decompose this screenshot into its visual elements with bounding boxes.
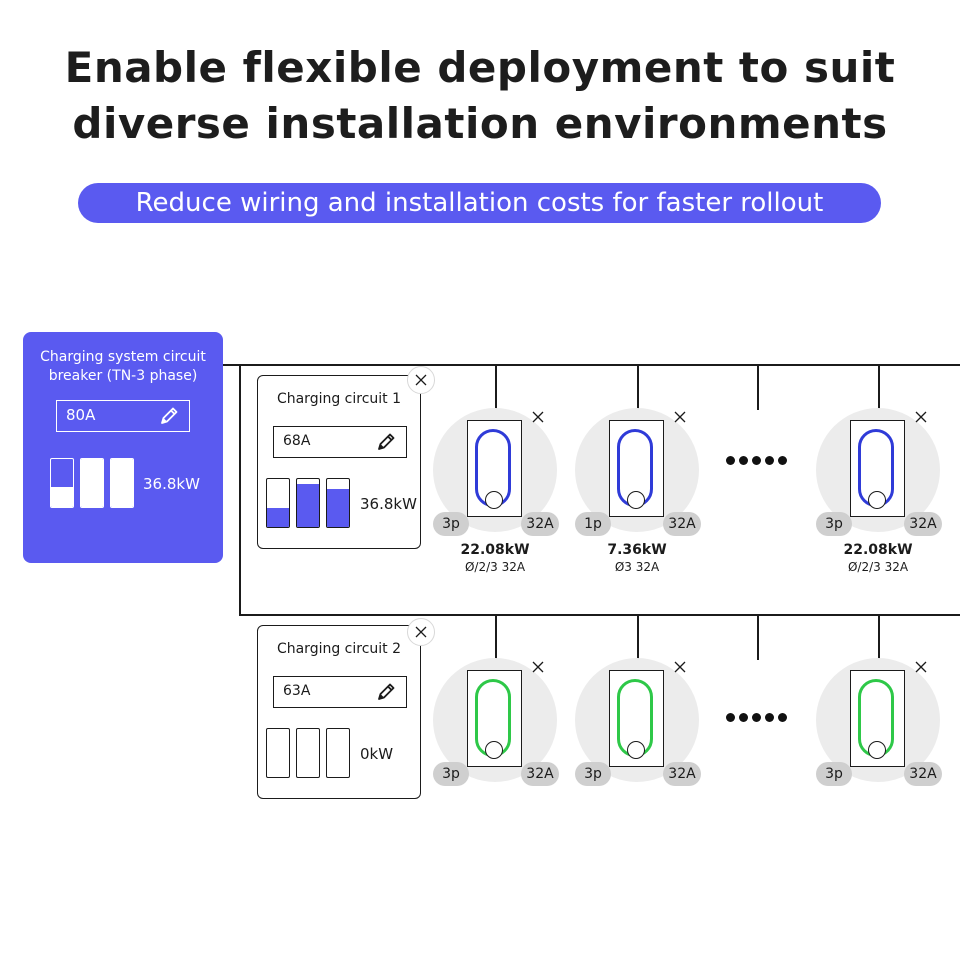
circuit-phase-bars: [266, 728, 350, 778]
bus-wire-vertical: [239, 364, 241, 615]
phase-bar: [296, 478, 320, 528]
charger-power: 22.08kW: [843, 542, 913, 558]
phase-badge: 3p: [816, 762, 852, 786]
charger-config: Ø/2/3 32A: [464, 560, 526, 574]
amperage-badge: 32A: [663, 762, 701, 786]
plug-socket-icon: [627, 491, 645, 509]
charger-housing: [850, 420, 905, 517]
phase-bar: [110, 458, 134, 508]
plug-socket-icon: [485, 741, 503, 759]
charger-config: Ø3 32A: [614, 560, 660, 574]
amperage-badge: 32A: [521, 512, 559, 536]
circuit-current-value: 68A: [283, 433, 311, 449]
phase-badge: 3p: [575, 762, 611, 786]
charger-housing: [467, 670, 522, 767]
circuit-power: 0kW: [360, 745, 394, 763]
drop-wire: [757, 364, 759, 410]
breaker-power: 36.8kW: [143, 475, 200, 493]
charger-housing: [609, 420, 664, 517]
close-icon[interactable]: [914, 660, 928, 674]
circuit-title: Charging circuit 1: [276, 391, 402, 407]
bus-wire-middle: [239, 614, 960, 616]
charger-housing: [850, 670, 905, 767]
circuit-title: Charging circuit 2: [276, 641, 402, 657]
phase-bar: [296, 728, 320, 778]
page-title-line-2: diverse installation environments: [72, 99, 888, 148]
more-chargers-ellipsis: [726, 713, 787, 722]
phase-bar: [266, 478, 290, 528]
charger-unit[interactable]: 3p 32A: [433, 658, 561, 786]
close-icon[interactable]: [673, 410, 687, 424]
phase-badge: 3p: [433, 512, 469, 536]
breaker-title-line-1: Charging system circuit: [40, 349, 206, 365]
circuit-current-value: 63A: [283, 683, 311, 699]
close-icon[interactable]: [673, 660, 687, 674]
pencil-icon[interactable]: [376, 432, 396, 452]
close-icon[interactable]: [914, 410, 928, 424]
circuit-phase-bars: [266, 478, 350, 528]
drop-wire: [637, 614, 639, 660]
drop-wire: [637, 364, 639, 410]
breaker-phase-bars: [50, 458, 134, 508]
remove-circuit-button[interactable]: [407, 618, 435, 646]
charger-spec: 7.36kW Ø3 32A: [572, 542, 702, 575]
charging-circuit-card: Charging circuit 1 68A 36.8kW: [257, 375, 421, 549]
breaker-title-line-2: breaker (TN-3 phase): [48, 368, 198, 384]
subtitle-banner: Reduce wiring and installation costs for…: [78, 183, 881, 223]
pencil-icon[interactable]: [376, 682, 396, 702]
breaker-current-field[interactable]: 80A: [56, 400, 190, 432]
charger-unit[interactable]: 3p 32A: [816, 408, 944, 536]
charger-housing: [609, 670, 664, 767]
close-icon: [415, 374, 427, 386]
close-icon[interactable]: [531, 660, 545, 674]
phase-badge: 3p: [433, 762, 469, 786]
phase-bar: [80, 458, 104, 508]
charger-unit[interactable]: 3p 32A: [575, 658, 703, 786]
breaker-current-value: 80A: [66, 406, 96, 424]
phase-bar: [266, 728, 290, 778]
phase-bar: [326, 728, 350, 778]
system-breaker-panel: Charging system circuit breaker (TN-3 ph…: [23, 332, 223, 563]
pencil-icon[interactable]: [159, 406, 179, 426]
page-title-line-1: Enable flexible deployment to suit: [64, 43, 896, 92]
drop-wire: [495, 614, 497, 660]
charger-unit[interactable]: 1p 32A: [575, 408, 703, 536]
circuit-power: 36.8kW: [360, 495, 417, 513]
drop-wire: [757, 614, 759, 660]
bus-wire-top: [222, 364, 960, 366]
plug-socket-icon: [868, 491, 886, 509]
drop-wire: [878, 364, 880, 410]
charger-unit[interactable]: 3p 32A: [816, 658, 944, 786]
drop-wire: [495, 364, 497, 410]
amperage-badge: 32A: [521, 762, 559, 786]
plug-socket-icon: [485, 491, 503, 509]
drop-wire: [878, 614, 880, 660]
charging-circuit-card: Charging circuit 2 63A 0kW: [257, 625, 421, 799]
charger-housing: [467, 420, 522, 517]
plug-socket-icon: [627, 741, 645, 759]
breaker-title: Charging system circuit breaker (TN-3 ph…: [23, 348, 223, 386]
page-title: Enable flexible deployment to suit diver…: [0, 40, 960, 152]
charger-config: Ø/2/3 32A: [847, 560, 909, 574]
amperage-badge: 32A: [904, 762, 942, 786]
charger-spec: 22.08kW Ø/2/3 32A: [430, 542, 560, 575]
circuit-current-field[interactable]: 63A: [273, 676, 407, 708]
amperage-badge: 32A: [904, 512, 942, 536]
close-icon: [415, 626, 427, 638]
remove-circuit-button[interactable]: [407, 366, 435, 394]
close-icon[interactable]: [531, 410, 545, 424]
phase-bar: [326, 478, 350, 528]
phase-badge: 3p: [816, 512, 852, 536]
phase-badge: 1p: [575, 512, 611, 536]
charger-power: 22.08kW: [460, 542, 530, 558]
charger-power: 7.36kW: [607, 542, 667, 558]
charger-spec: 22.08kW Ø/2/3 32A: [813, 542, 943, 575]
more-chargers-ellipsis: [726, 456, 787, 465]
amperage-badge: 32A: [663, 512, 701, 536]
phase-bar: [50, 458, 74, 508]
plug-socket-icon: [868, 741, 886, 759]
circuit-current-field[interactable]: 68A: [273, 426, 407, 458]
charger-unit[interactable]: 3p 32A: [433, 408, 561, 536]
